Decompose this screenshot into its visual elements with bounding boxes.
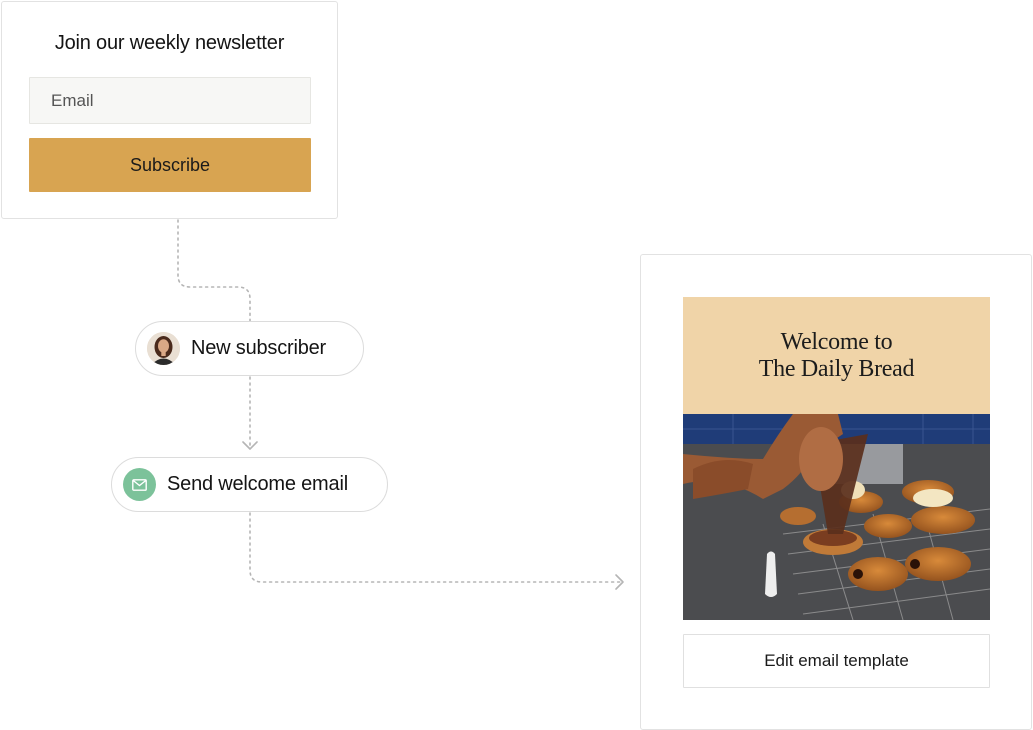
action-send-welcome-email[interactable]: Send welcome email <box>111 457 388 512</box>
email-preview-header: Welcome to The Daily Bread <box>683 297 990 414</box>
newsletter-title: Join our weekly newsletter <box>54 32 285 54</box>
connector-action-to-preview <box>249 512 621 583</box>
action-label: Send welcome email <box>167 473 348 495</box>
edit-email-template-button[interactable]: Edit email template <box>683 634 990 688</box>
envelope-icon <box>123 468 156 501</box>
arrow-down-icon <box>242 441 258 450</box>
pastry-photo <box>683 414 990 620</box>
subscribe-button[interactable]: Subscribe <box>29 138 311 192</box>
newsletter-card: Join our weekly newsletter Subscribe <box>1 1 338 219</box>
connector-form-to-trigger <box>177 219 251 322</box>
email-preview-title-line1: Welcome to <box>780 328 893 355</box>
arrow-right-icon <box>615 574 624 590</box>
email-input[interactable] <box>29 77 311 124</box>
trigger-label: New subscriber <box>191 337 327 359</box>
email-preview-title-line2: The Daily Bread <box>758 355 915 382</box>
avatar <box>147 332 180 365</box>
email-preview-card: Welcome to The Daily Bread <box>640 254 1032 730</box>
trigger-new-subscriber[interactable]: New subscriber <box>135 321 364 376</box>
